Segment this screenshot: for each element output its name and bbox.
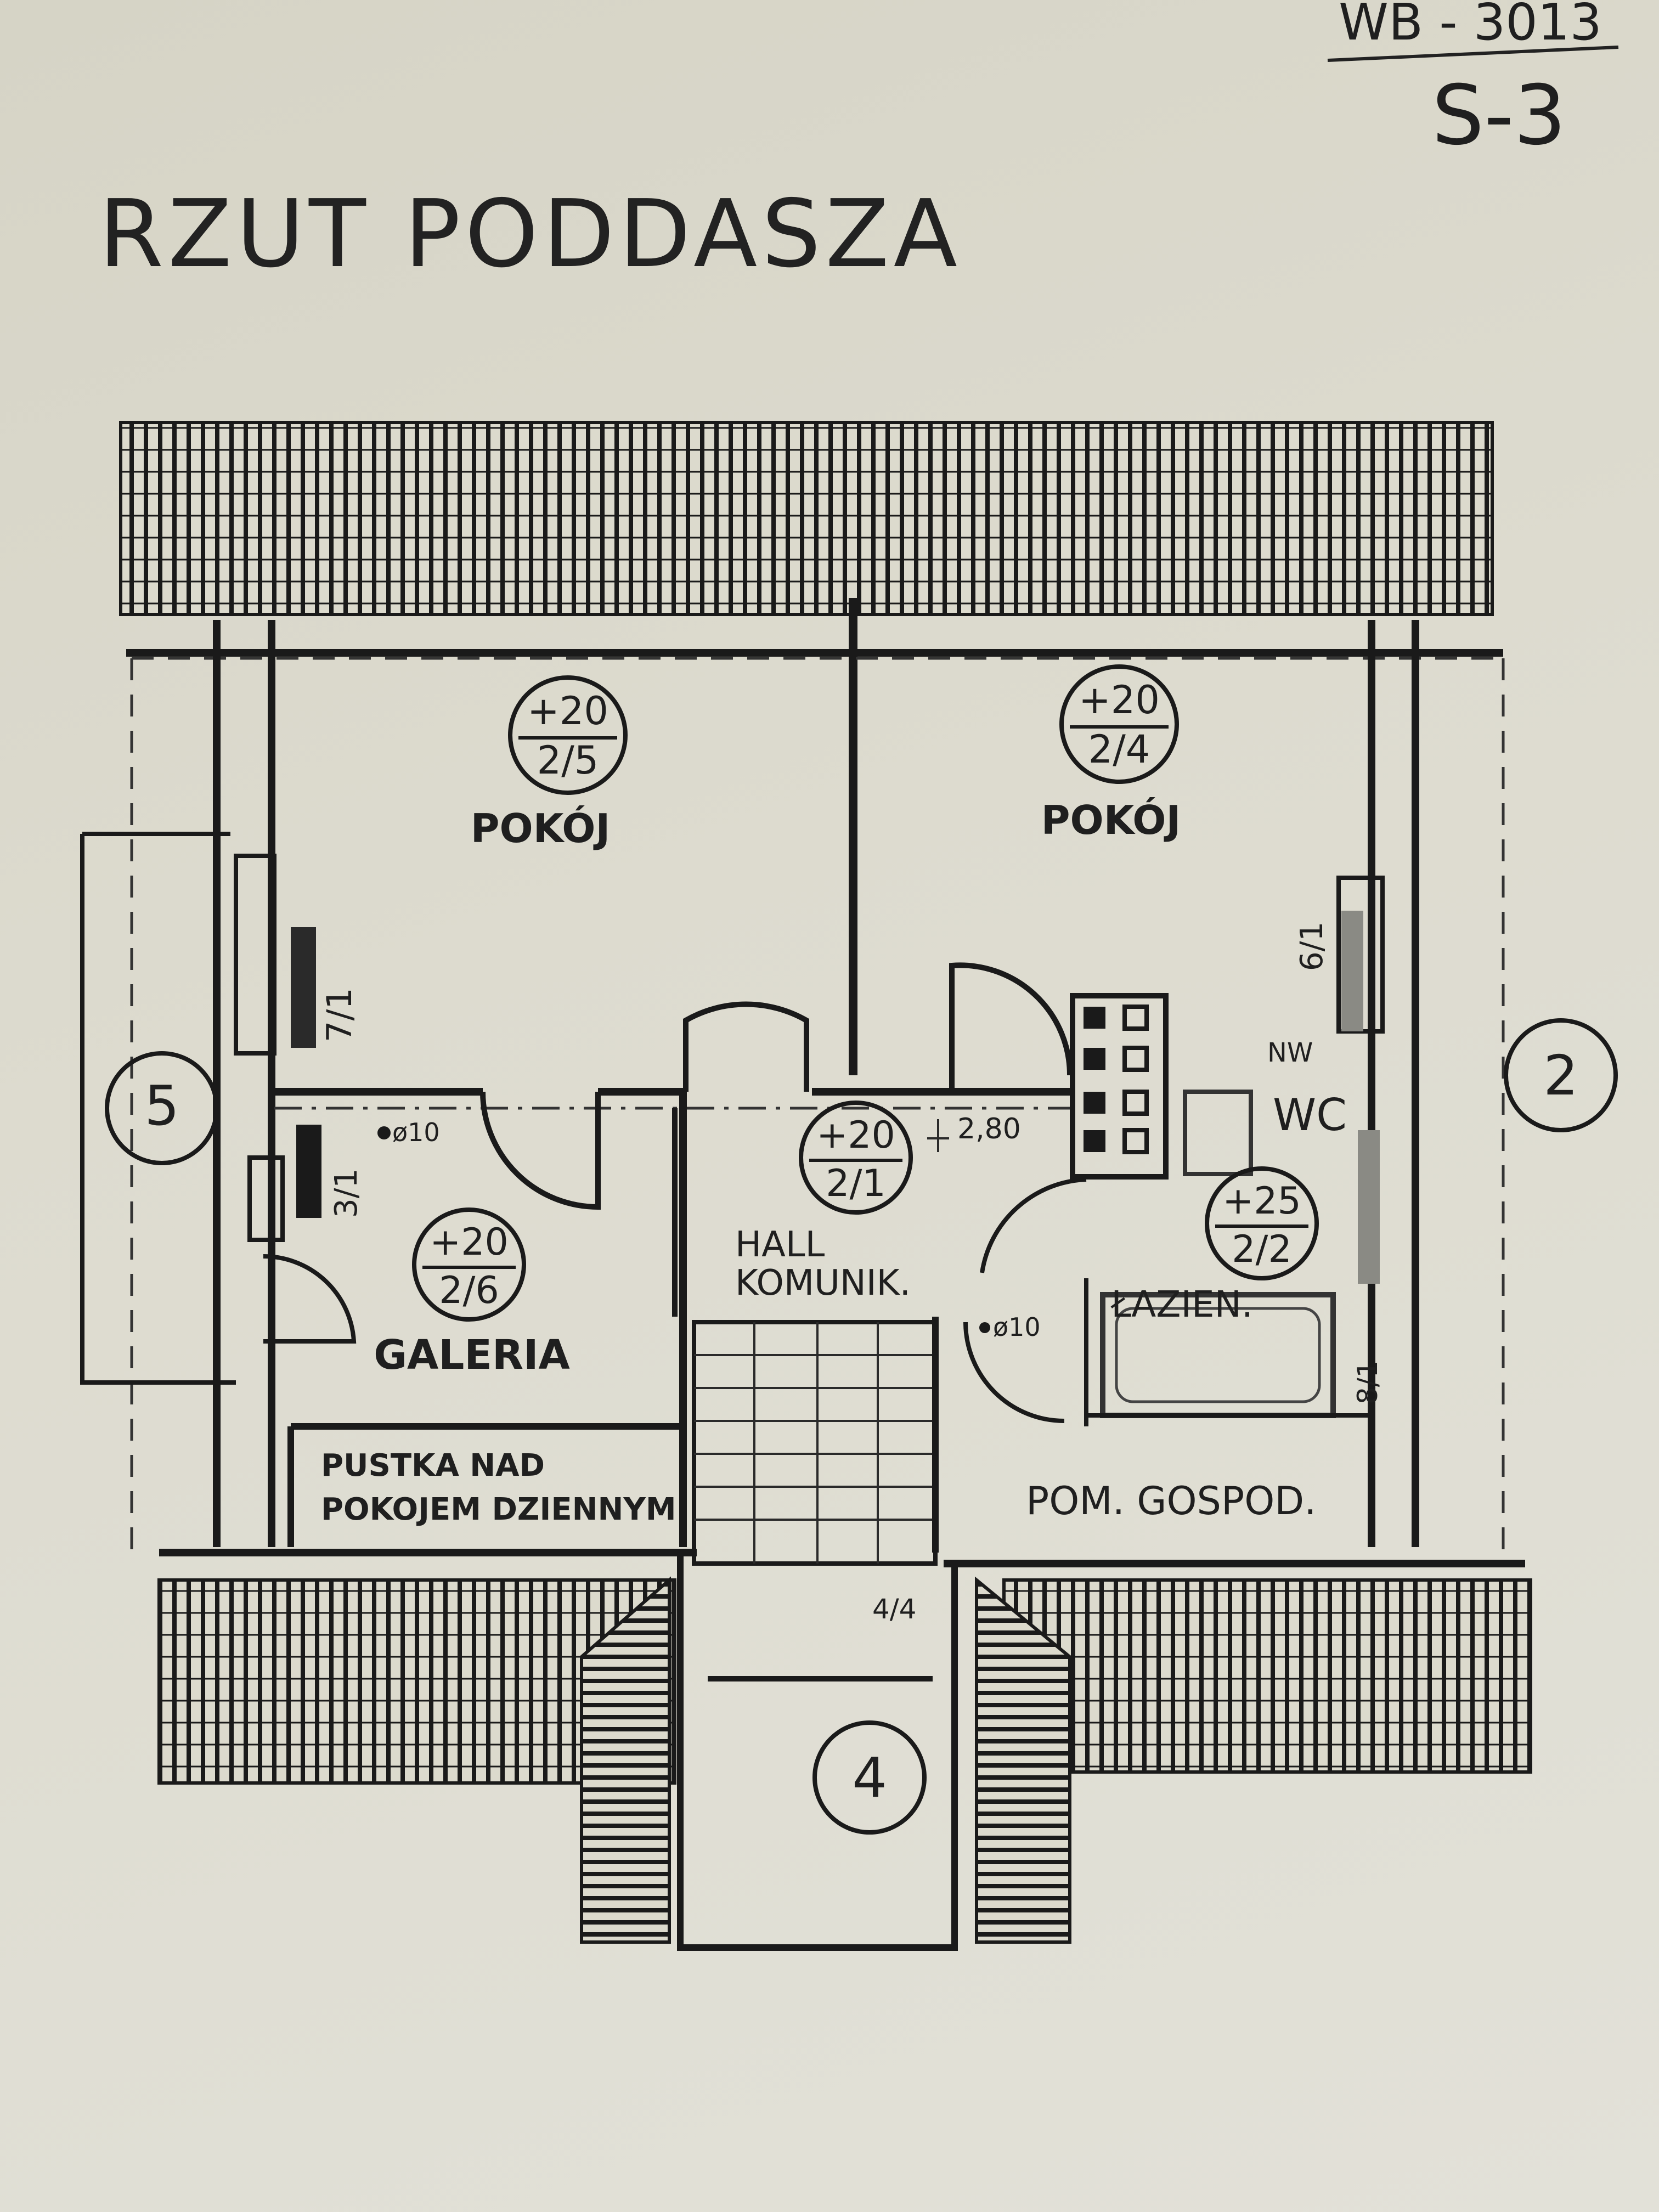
flue-7 [1084,1130,1105,1152]
window-6-1-label: 6/1 [1294,922,1330,971]
axis-4-marker [812,1720,927,1835]
lazienka-height: +25 [1222,1180,1301,1223]
bathroom-wall [1084,1278,1372,1426]
sheet-code-top: WB - 3013 [1339,0,1602,52]
wc-label: WC [1273,1090,1347,1141]
door-pom-gospod [963,1322,1065,1423]
window-3-1-label: 3/1 [329,1169,364,1218]
radiator-7-1 [291,927,316,1048]
pustka-label-line2: POKOJEM DZIENNYM [321,1492,676,1527]
radiator-bath [1358,1130,1380,1284]
pokoj-right-height: +20 [1079,678,1160,723]
room-tag-pokoj-left: +20 2/5 [508,675,628,795]
pokoj-left-number: 2/5 [537,738,599,783]
roof-valley-left [580,1576,671,1944]
pokoj-left-label: POKÓJ [471,805,611,851]
flue-2 [1122,1005,1149,1031]
flue-3 [1084,1048,1105,1070]
phi10-label-b: ø10 [993,1312,1041,1342]
room-tag-galeria: +20 2/6 [412,1207,526,1322]
galeria-height: +20 [430,1221,509,1264]
flue-8 [1122,1128,1149,1154]
entrance-outline [677,1553,958,1951]
window-7-1-label: 7/1 [319,988,359,1042]
window-8-1-label: 8/1 [1352,1361,1384,1404]
hall-number: 2/1 [826,1162,885,1205]
door-pokoj-left [683,1001,809,1092]
lazienka-label: ŁAZIEN. [1110,1283,1253,1325]
room-tag-hall: +20 2/1 [799,1101,913,1215]
hall-label-line1: HALL [735,1224,825,1265]
flue-4 [1122,1046,1149,1072]
phi10-label-a: ø10 [392,1118,440,1147]
pokoj-right-number: 2/4 [1088,727,1150,772]
right-outer-wall [1368,620,1419,1547]
phi10-dot-a [377,1126,391,1139]
pustka-label-line1: PUSTKA NAD [321,1448,545,1483]
galeria-left-door [263,1254,357,1344]
radiator-3-1 [296,1125,321,1218]
radiator-6-1 [1341,911,1363,1031]
stair-block [692,1320,938,1566]
axis-4-label: 4 [852,1746,887,1810]
stair-treads [694,1322,935,1564]
bottom-floor-line [159,1549,1525,1567]
left-outer-wall [213,620,275,1547]
axis-5-label: 5 [144,1074,179,1138]
pom-gospod-label: POM. GOSPOD. [1026,1479,1316,1523]
door-galeria [480,1091,601,1210]
window-4-4-label: 4/4 [872,1593,916,1625]
pustka-wall [287,1423,680,1547]
shower-box [1183,1090,1253,1176]
ceiling-height-label: 2,80 [957,1113,1021,1146]
hall-label-line2: KOMUNIK. [735,1263,911,1304]
phi10-dot-b [979,1322,990,1333]
pokoj-right-label: POKÓJ [1041,797,1181,843]
roof-top-hatch [119,421,1494,616]
hall-height: +20 [816,1114,895,1157]
sheet-code-divider [1327,46,1619,62]
axis-5-marker [105,1051,219,1165]
room-tag-lazienka: +25 2/2 [1205,1166,1319,1280]
flue-6 [1122,1090,1149,1116]
roof-valley-right [975,1576,1071,1944]
door-lazienka [980,1177,1087,1273]
chimney-block [1070,993,1169,1180]
flue-1 [1084,1007,1105,1029]
roof-bottom-right-hatch [1002,1578,1532,1774]
axis-2-label: 2 [1543,1043,1578,1108]
left-balcony-outline [80,832,236,1385]
roof-overhang-outline [130,657,1505,1553]
axis-2-marker [1504,1018,1618,1132]
sheet-code-bottom: S-3 [1432,68,1566,163]
lazienka-number: 2/2 [1232,1228,1291,1271]
door-pokoj-right [949,962,1073,1092]
flue-5 [1084,1092,1105,1114]
bathtub-inner [1115,1307,1321,1403]
pokoj-left-height: +20 [527,689,608,733]
galeria-label: GALERIA [374,1331,570,1379]
page-title: RZUT PODDASZA [99,180,962,289]
ceiling-height-marker [927,1119,949,1152]
left-window-7-1 [234,854,276,1056]
room-tag-pokoj-right: +20 2/4 [1059,664,1179,784]
nw-label: NW [1267,1037,1313,1068]
galeria-number: 2/6 [439,1269,499,1312]
galeria-window [247,1155,285,1242]
